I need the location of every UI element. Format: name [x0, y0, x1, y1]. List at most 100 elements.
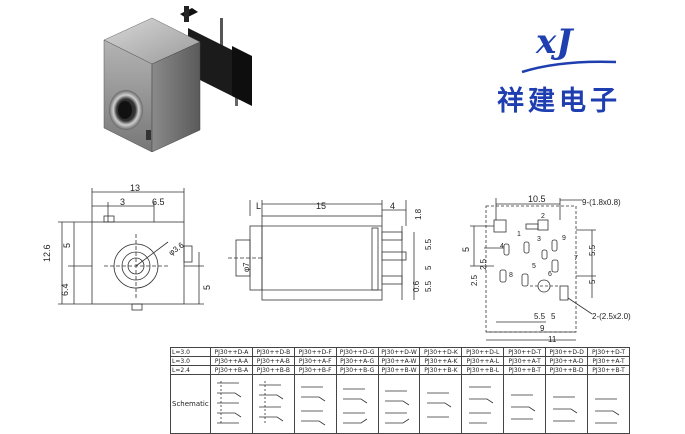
table-cell: PJ30++A-T	[503, 356, 547, 366]
pcb-dim-height-left: 5	[461, 246, 471, 252]
schematic-icon	[385, 390, 410, 424]
part-numbers-table: L=3.0 PJ30++D-A PJ30++D-B PJ30++D-F PJ30…	[170, 347, 630, 434]
front-dim-width-total: 13	[130, 183, 141, 193]
side-dim-rear-length: 4	[390, 201, 396, 211]
table-cell: PJ30++B-W	[377, 365, 421, 375]
pcb-pin-label-4: 4	[500, 243, 504, 250]
pcb-pin-label-7: 7	[574, 255, 578, 262]
pcb-dim-slot-note: 2-(2.5x2.0)	[592, 312, 631, 321]
table-cell: PJ30++B-K	[419, 365, 463, 375]
front-dim-upper: 5	[62, 242, 72, 248]
schematic-cell	[293, 374, 337, 434]
schematic-icon	[510, 394, 535, 420]
side-dim-pin-offset: 0.6	[412, 280, 421, 292]
row-label: L=3.0	[170, 356, 211, 366]
table-cell: PJ30++D-A	[210, 347, 253, 357]
table-cell: PJ30++B-T	[503, 365, 547, 375]
table-row: Schematic	[170, 374, 630, 434]
pcb-dim-right-b: 5	[588, 279, 597, 284]
schematic-cell	[545, 374, 589, 434]
table-cell: PJ30++B-B	[251, 365, 295, 375]
table-cell: PJ30++A-D	[545, 356, 589, 366]
table-cell: PJ30++D-T	[587, 347, 630, 357]
company-name: 祥建电子	[497, 86, 621, 117]
side-dim-pitch-1: 5.5	[424, 238, 433, 250]
table-cell: PJ30++A-F	[293, 356, 337, 366]
table-cell: PJ30++D-B	[251, 347, 295, 357]
front-dim-right: 5	[202, 284, 212, 290]
logo-mark: xJ	[536, 22, 573, 62]
schematic-icon	[426, 392, 452, 418]
table-cell: PJ30++B-F	[293, 365, 337, 375]
pcb-dim-hole-note: 9-(1.8x0.8)	[582, 198, 621, 207]
schematic-cell	[210, 374, 253, 434]
schematic-icon	[301, 386, 326, 426]
pcb-dim-width-top: 10.5	[528, 194, 546, 204]
pcb-pin-label-5: 5	[532, 263, 536, 270]
schematic-icon	[259, 381, 284, 425]
schematic-icon	[552, 396, 577, 422]
table-cell: PJ30++B-L	[461, 365, 505, 375]
table-cell: PJ30++D-W	[377, 347, 421, 357]
front-view-drawing	[58, 188, 204, 311]
side-dim-diameter: φ7	[242, 262, 251, 272]
table-row: L=2.4 PJ30++B-A PJ30++B-B PJ30++B-F PJ30…	[170, 365, 630, 375]
logo-swoosh-icon	[521, 60, 617, 74]
table-cell: PJ30++A-G	[335, 356, 379, 366]
pcb-pin-label-1: 1	[517, 231, 521, 238]
schematic-cell	[587, 374, 630, 434]
front-dim-height-total: 12.6	[42, 244, 52, 262]
schematic-icon	[217, 381, 242, 425]
pcb-pin-label-9: 9	[562, 235, 566, 242]
schematic-icon	[468, 386, 494, 424]
pcb-dim-bottom-c: 9	[540, 324, 545, 333]
side-dim-l: L	[256, 201, 262, 211]
front-dim-right-offset: 6.5	[152, 197, 165, 207]
schematic-label: Schematic	[170, 374, 211, 434]
schematic-cell	[419, 374, 463, 434]
pcb-dim-left-b: 2.5	[479, 258, 488, 270]
table-cell: PJ30++D-K	[419, 347, 463, 357]
pcb-pin-label-8: 8	[509, 272, 513, 279]
table-cell: PJ30++D-L	[461, 347, 505, 357]
pcb-dim-bottom-a: 5.5	[534, 312, 546, 321]
table-cell: PJ30++A-L	[461, 356, 505, 366]
table-cell: PJ30++B-D	[545, 365, 589, 375]
pcb-pin-label-6: 6	[548, 271, 552, 278]
table-cell: PJ30++A-K	[419, 356, 463, 366]
table-cell: PJ30++A-T	[587, 356, 630, 366]
row-label: L=3.0	[170, 347, 211, 357]
schematic-cell	[503, 374, 547, 434]
pcb-dim-bottom-b: 5	[551, 312, 556, 321]
pcb-pin-label-2: 2	[541, 213, 545, 220]
front-dim-lower: 6.4	[60, 283, 70, 296]
product-photo	[103, 6, 252, 152]
schematic-cell	[251, 374, 295, 434]
table-cell: PJ30++D-D	[545, 347, 589, 357]
front-dim-left-offset: 3	[120, 197, 126, 207]
pcb-dim-bottom-total: 11	[548, 335, 557, 344]
table-row: L=3.0 PJ30++A-A PJ30++A-B PJ30++A-F PJ30…	[170, 356, 630, 366]
table-cell: PJ30++D-T	[503, 347, 547, 357]
table-cell: PJ30++A-B	[251, 356, 295, 366]
pcb-pin-label-3: 3	[537, 236, 541, 243]
schematic-icon	[594, 398, 619, 424]
pcb-dim-right-a: 5.5	[588, 244, 597, 256]
table-cell: PJ30++B-G	[335, 365, 379, 375]
row-label: L=2.4	[170, 365, 211, 375]
side-dim-body-length: 15	[316, 201, 327, 211]
table-cell: PJ30++B-A	[210, 365, 253, 375]
side-dim-pitch-2: 5	[424, 265, 433, 270]
table-cell: PJ30++A-W	[377, 356, 421, 366]
pcb-footprint-drawing	[470, 198, 596, 341]
table-row: L=3.0 PJ30++D-A PJ30++D-B PJ30++D-F PJ30…	[170, 347, 630, 357]
side-view-drawing	[228, 200, 415, 301]
schematic-cell	[461, 374, 505, 434]
side-dim-rear-pin: 1.8	[414, 208, 423, 220]
table-cell: PJ30++D-G	[335, 347, 379, 357]
table-cell: PJ30++D-F	[293, 347, 337, 357]
schematic-cell	[377, 374, 421, 434]
schematic-cell	[335, 374, 379, 434]
table-cell: PJ30++A-A	[210, 356, 253, 366]
schematic-icon	[343, 388, 368, 424]
